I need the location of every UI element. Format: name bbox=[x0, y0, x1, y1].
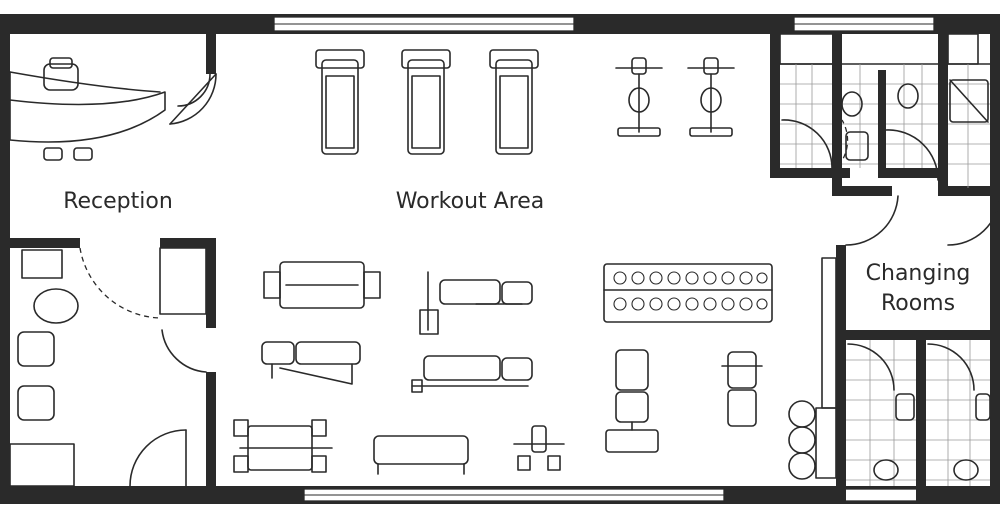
interior-walls bbox=[0, 33, 1000, 504]
reception-label: Reception bbox=[63, 189, 173, 214]
adjustable-bench bbox=[419, 271, 533, 335]
treadmills bbox=[315, 49, 539, 155]
weight-plates bbox=[788, 400, 837, 480]
flat-bench bbox=[261, 341, 361, 385]
barbell-rack bbox=[233, 419, 333, 473]
press-machine bbox=[513, 425, 565, 471]
outer-walls bbox=[0, 14, 1000, 504]
changing-rooms-label-line1: Changing bbox=[866, 261, 971, 286]
treadmill bbox=[401, 49, 451, 155]
exercise-bikes bbox=[615, 57, 735, 137]
workout-area-label: Workout Area bbox=[396, 189, 545, 214]
treadmill bbox=[489, 49, 539, 155]
office-room bbox=[9, 247, 207, 487]
weight-equipment bbox=[233, 261, 837, 480]
long-flat-bench bbox=[373, 435, 469, 475]
upper-toilets bbox=[780, 64, 990, 188]
changing-rooms-label-line2: Rooms bbox=[881, 291, 955, 316]
dumbbell-rack bbox=[603, 263, 773, 323]
decline-bench bbox=[411, 355, 533, 393]
treadmill bbox=[315, 49, 365, 155]
exercise-bike bbox=[615, 57, 663, 137]
utility-bench bbox=[721, 351, 763, 427]
squat-rack bbox=[263, 261, 381, 309]
exercise-bike bbox=[687, 57, 735, 137]
reception-area: Reception bbox=[9, 57, 217, 214]
changing-rooms: Changing Rooms bbox=[821, 195, 1000, 486]
incline-bench bbox=[605, 349, 659, 453]
